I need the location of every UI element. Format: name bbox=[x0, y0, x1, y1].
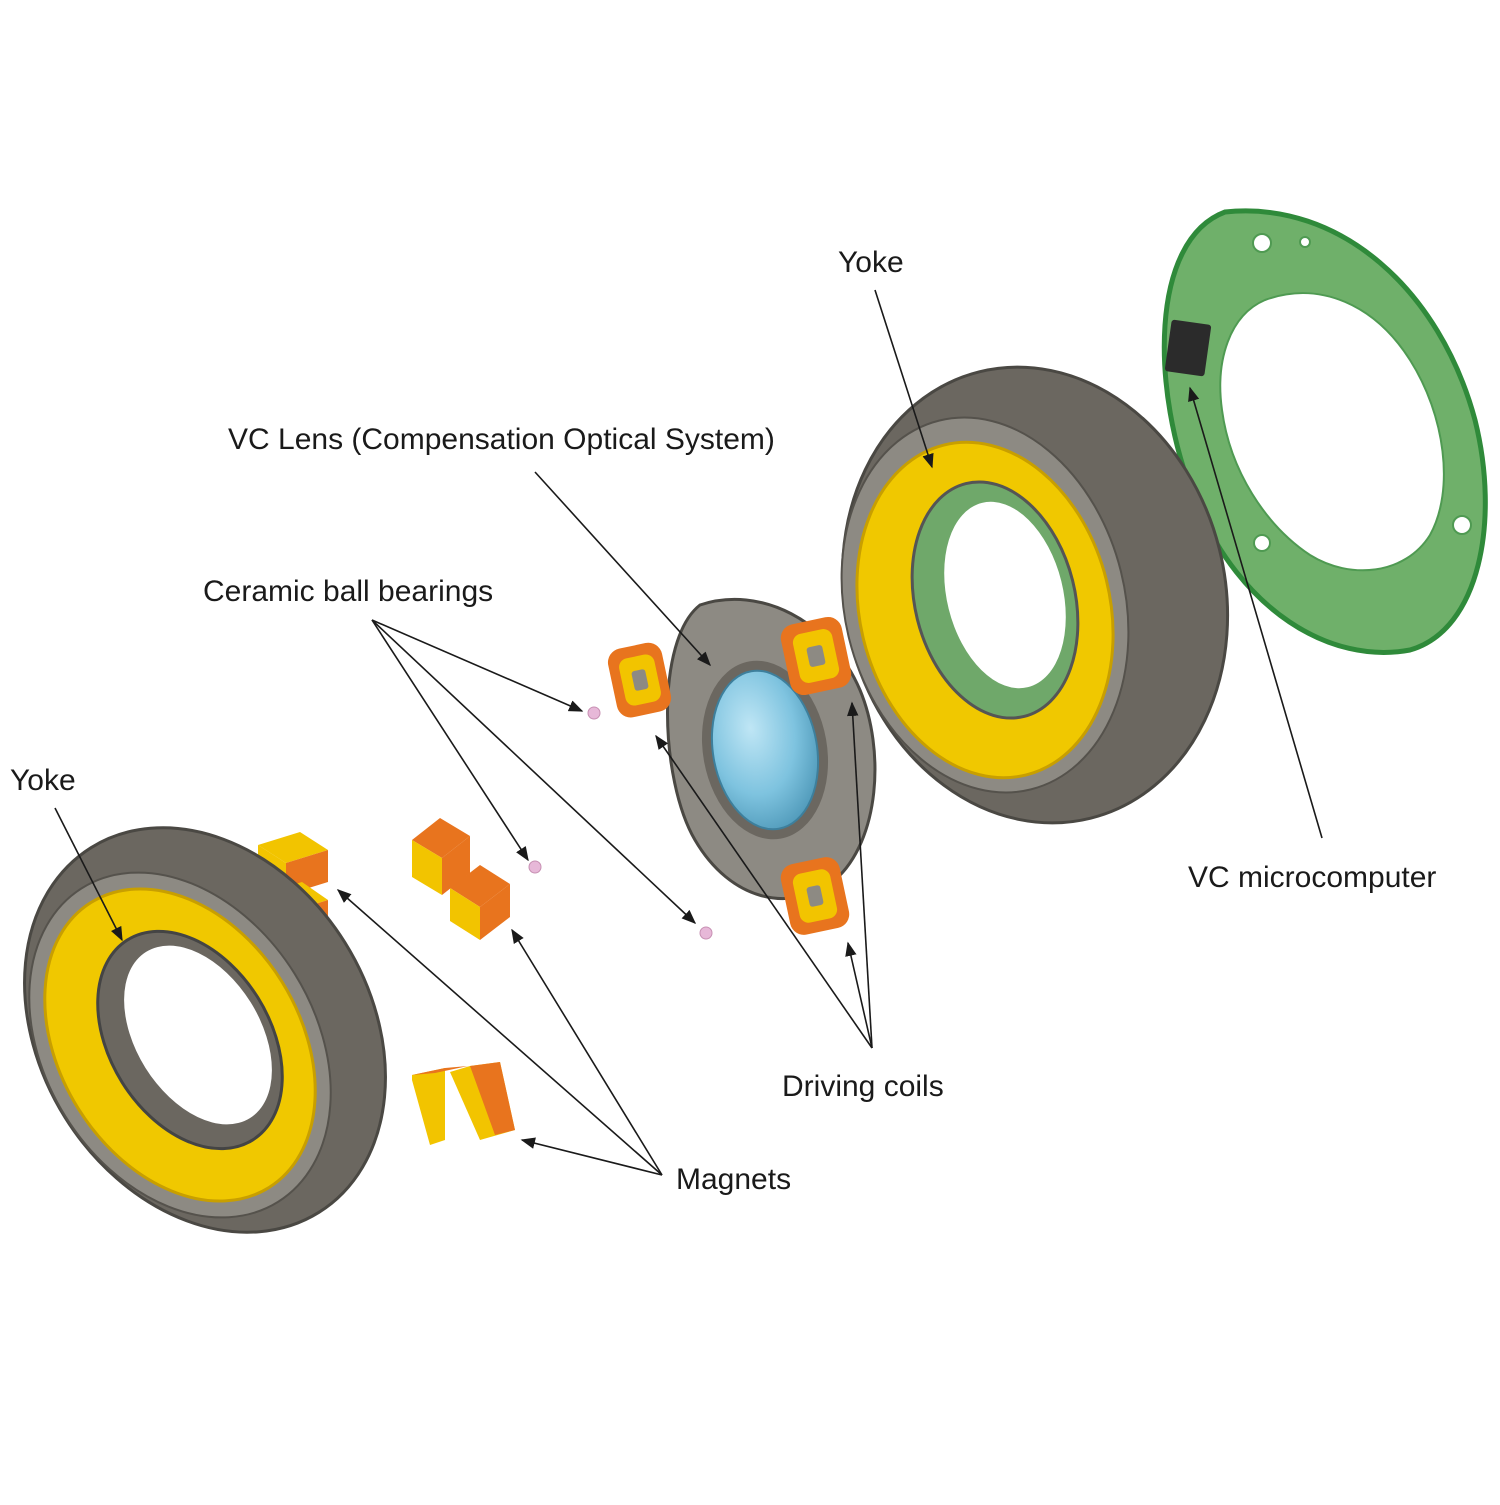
vc-lens-unit bbox=[607, 597, 877, 935]
label-magnets: Magnets bbox=[676, 1163, 792, 1196]
vc-lens-glass bbox=[710, 669, 820, 831]
ceramic-ball-bearing bbox=[528, 860, 542, 874]
pcb-hole bbox=[1452, 515, 1472, 535]
leader-coil-2 bbox=[846, 701, 873, 1049]
rear-housing bbox=[23, 826, 387, 1234]
leader-lines bbox=[54, 289, 1323, 1176]
leader-magnet-1 bbox=[336, 889, 663, 1176]
leader-coil-1 bbox=[655, 734, 873, 1049]
pcb-cutout bbox=[1219, 292, 1445, 572]
leader-coil-3 bbox=[845, 941, 873, 1049]
leader-yoke-rear bbox=[54, 807, 123, 942]
pcb-hole bbox=[1253, 534, 1271, 552]
pcb-hole bbox=[1299, 236, 1311, 248]
leader-vc-lens bbox=[534, 471, 711, 667]
driving-coil bbox=[607, 642, 672, 718]
magnet bbox=[450, 865, 510, 940]
rear-housing-opening bbox=[124, 945, 272, 1125]
driving-coil bbox=[780, 616, 852, 696]
ceramic-ball-bearing bbox=[699, 926, 713, 940]
leader-bearing-3 bbox=[371, 619, 697, 924]
magnet bbox=[412, 1062, 515, 1145]
label-yoke-front: Yoke bbox=[838, 246, 904, 279]
leader-bearing-2 bbox=[371, 619, 529, 862]
leader-yoke-front bbox=[874, 289, 934, 469]
label-driving-coils: Driving coils bbox=[782, 1070, 944, 1103]
leader-bearing-1 bbox=[371, 619, 584, 712]
pcb-board bbox=[1161, 208, 1488, 655]
label-yoke-rear: Yoke bbox=[10, 764, 76, 797]
microcomputer-chip bbox=[1164, 319, 1212, 377]
ceramic-ball-bearing bbox=[587, 706, 601, 720]
driving-coil bbox=[780, 857, 850, 935]
leader-magnet-3 bbox=[520, 1137, 663, 1176]
front-housing bbox=[840, 365, 1230, 825]
label-vc-lens: VC Lens (Compensation Optical System) bbox=[228, 423, 775, 456]
leader-microcomputer bbox=[1188, 386, 1323, 839]
front-housing-opening bbox=[944, 501, 1066, 689]
pcb-hole bbox=[1252, 233, 1272, 253]
label-vc-microcomputer: VC microcomputer bbox=[1188, 861, 1437, 894]
leader-magnet-2 bbox=[511, 928, 663, 1176]
magnet bbox=[412, 818, 470, 895]
label-ball-bearings: Ceramic ball bearings bbox=[203, 575, 494, 608]
